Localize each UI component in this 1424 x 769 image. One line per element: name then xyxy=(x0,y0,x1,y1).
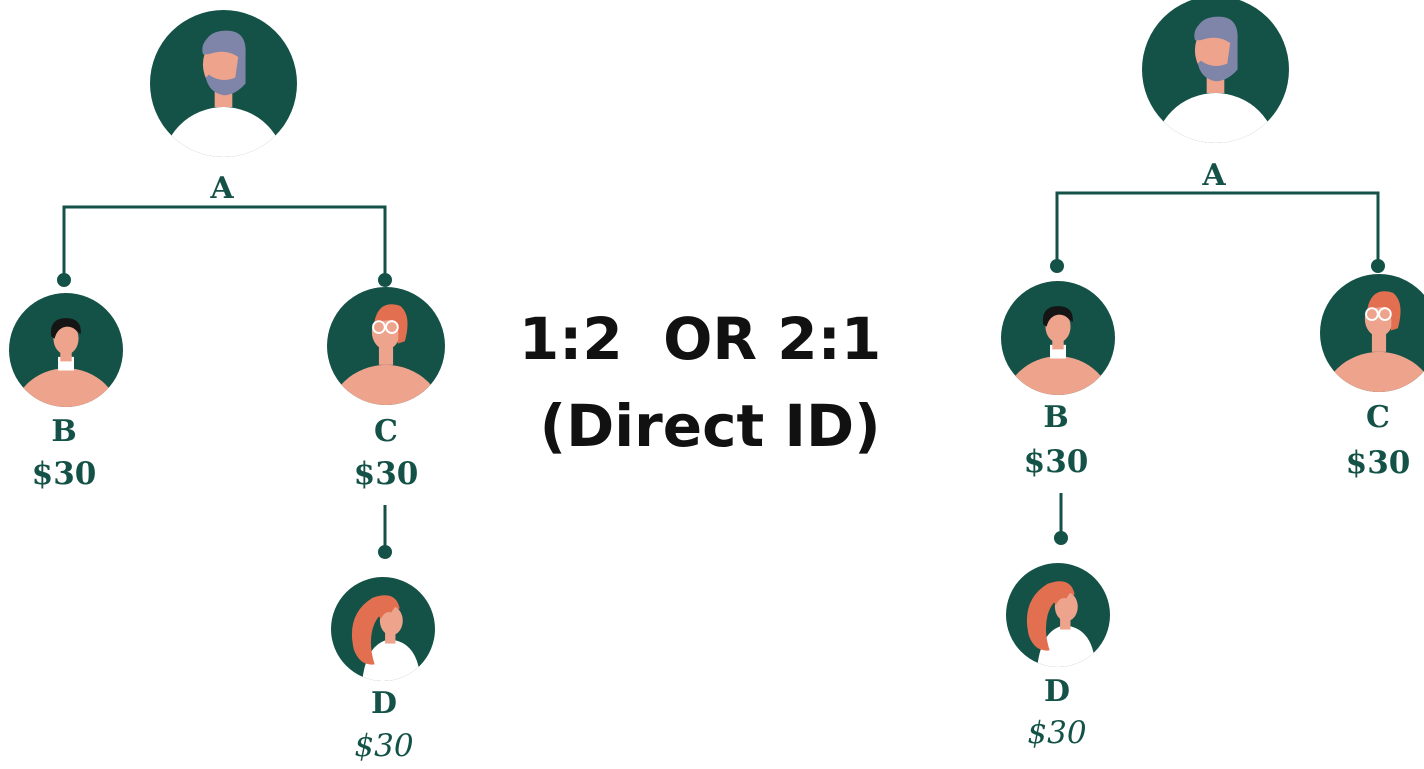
connector-dot xyxy=(378,545,392,559)
connector-dot xyxy=(378,273,392,287)
right-node-d-amount: $30 xyxy=(1027,715,1087,751)
left-node-a-name: A xyxy=(210,171,234,206)
left-node-c-avatar xyxy=(327,287,445,405)
left-node-b-amount: $30 xyxy=(31,456,97,492)
right-node-b-amount: $30 xyxy=(1023,444,1089,480)
left-node-c-name: C xyxy=(374,414,398,449)
right-node-c-name: C xyxy=(1366,400,1390,435)
right-node-b-avatar xyxy=(1001,281,1115,395)
heading-line-1: 1:2 OR 2:1 xyxy=(518,305,882,373)
connector-dot xyxy=(57,273,71,287)
left-node-a-avatar xyxy=(150,10,297,157)
left-node-d-avatar xyxy=(331,577,435,681)
right-node-c-amount: $30 xyxy=(1345,445,1411,481)
connector-dot xyxy=(1054,531,1068,545)
left-node-d-amount: $30 xyxy=(354,728,414,764)
right-node-d-name: D xyxy=(1043,674,1071,709)
left-node-d-name: D xyxy=(370,686,398,721)
connector-dot xyxy=(1050,259,1064,273)
right-node-d-avatar xyxy=(1006,563,1110,667)
left-node-b-name: B xyxy=(51,414,77,449)
connector-dot xyxy=(1371,259,1385,273)
left-node-c-amount: $30 xyxy=(353,456,419,492)
right-node-a-name: A xyxy=(1202,158,1226,193)
left-a-children-connector xyxy=(62,205,387,280)
heading-line-2: (Direct ID) xyxy=(519,392,881,460)
right-node-c-avatar xyxy=(1320,274,1424,392)
right-node-a-avatar xyxy=(1142,0,1289,143)
right-node-b-name: B xyxy=(1043,400,1069,435)
left-node-b-avatar xyxy=(9,293,123,407)
right-a-children-connector xyxy=(1055,191,1380,266)
